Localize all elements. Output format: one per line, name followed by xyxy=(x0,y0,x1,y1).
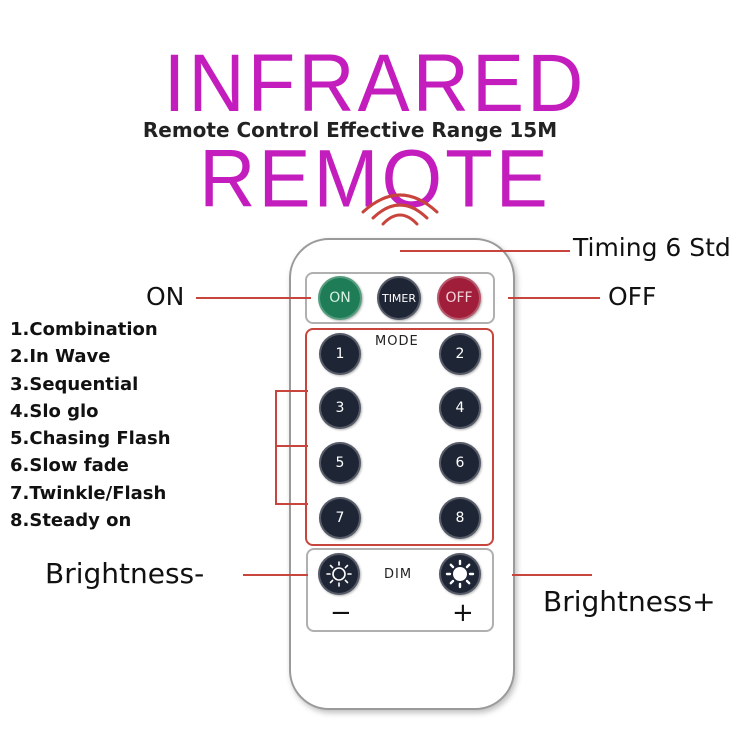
brightness-minus-callout-line xyxy=(243,574,308,576)
dim-label: DIM xyxy=(384,567,413,582)
brightness-minus-label: Brightness- xyxy=(45,557,205,590)
off-label: OFF xyxy=(608,282,657,311)
brightness-down-button[interactable] xyxy=(318,553,360,595)
modes-bracket-line xyxy=(275,390,277,504)
mode-button-3[interactable]: 3 xyxy=(319,387,361,429)
mode-button-1[interactable]: 1 xyxy=(319,333,361,375)
mode-item: 2.In Wave xyxy=(10,346,111,368)
sun-outline-icon xyxy=(326,561,352,587)
modes-list: 1.Combination 2.In Wave 3.Sequential 4.S… xyxy=(10,316,171,534)
modes-bracket-bottom xyxy=(275,503,308,505)
off-button[interactable]: OFF xyxy=(437,276,481,320)
timing-label: Timing 6 Std xyxy=(573,233,731,262)
brightness-plus-callout-line xyxy=(512,574,592,576)
mode-item: 6.Slow fade xyxy=(10,455,129,477)
on-callout-line xyxy=(196,297,311,299)
infrared-signal-icon xyxy=(361,193,439,226)
mode-button-group xyxy=(305,328,494,546)
mode-item: 7.Twinkle/Flash xyxy=(10,482,167,504)
mode-item: 1.Combination xyxy=(10,319,158,340)
mode-item: 5.Chasing Flash xyxy=(10,428,171,450)
mode-item: 3.Sequential xyxy=(10,373,139,395)
dim-button-group xyxy=(306,548,494,632)
modes-bracket-top xyxy=(275,390,308,392)
mode-button-6[interactable]: 6 xyxy=(439,442,481,484)
mode-button-2[interactable]: 2 xyxy=(439,333,481,375)
modes-bracket-mid xyxy=(275,445,308,447)
sun-filled-icon xyxy=(445,559,475,589)
mode-button-5[interactable]: 5 xyxy=(319,442,361,484)
mode-item: 8.Steady on xyxy=(10,510,132,532)
on-button[interactable]: ON xyxy=(318,276,362,320)
plus-sign: + xyxy=(452,598,474,628)
on-label: ON xyxy=(146,282,185,311)
brightness-up-button[interactable] xyxy=(439,553,481,595)
timer-button[interactable]: TIMER xyxy=(377,276,421,320)
brightness-plus-label: Brightness+ xyxy=(543,585,716,618)
page-title: INFRARED REMOTE xyxy=(163,36,587,225)
timing-callout-line xyxy=(400,250,570,252)
mode-button-8[interactable]: 8 xyxy=(439,497,481,539)
mode-item: 4.Slo glo xyxy=(10,400,99,422)
page-subtitle: Remote Control Effective Range 15M xyxy=(142,118,558,142)
minus-sign: − xyxy=(330,598,352,628)
mode-button-7[interactable]: 7 xyxy=(319,497,361,539)
off-callout-line xyxy=(508,297,600,299)
mode-label: MODE xyxy=(375,334,419,349)
mode-button-4[interactable]: 4 xyxy=(439,387,481,429)
